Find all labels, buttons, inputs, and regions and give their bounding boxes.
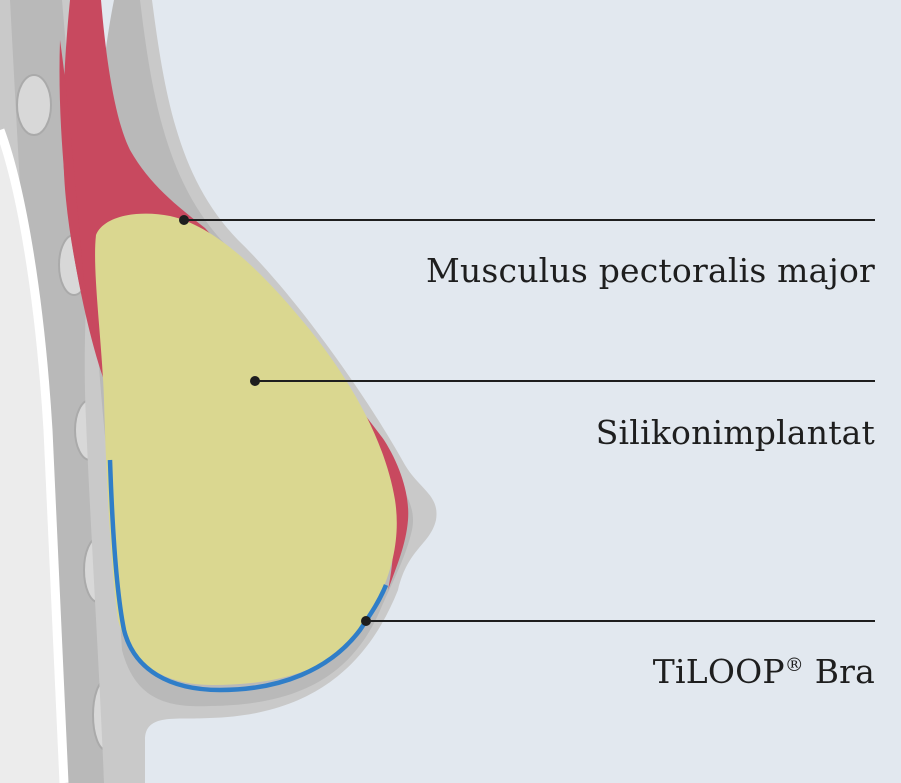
leader-dot-tiloop xyxy=(362,617,370,625)
label-silicone-implant: Silikonimplantat xyxy=(596,413,875,452)
registered-mark: ® xyxy=(785,654,804,676)
label-pectoralis-muscle: Musculus pectoralis major xyxy=(426,251,875,290)
label-tiloop-bra: TiLOOP® Bra xyxy=(653,652,875,691)
leader-dot-muscle xyxy=(180,216,188,224)
label-tiloop-suffix: Bra xyxy=(804,652,875,691)
rib-bone xyxy=(17,75,51,135)
label-tiloop-name: TiLOOP xyxy=(653,652,785,691)
leader-dot-implant xyxy=(251,377,259,385)
